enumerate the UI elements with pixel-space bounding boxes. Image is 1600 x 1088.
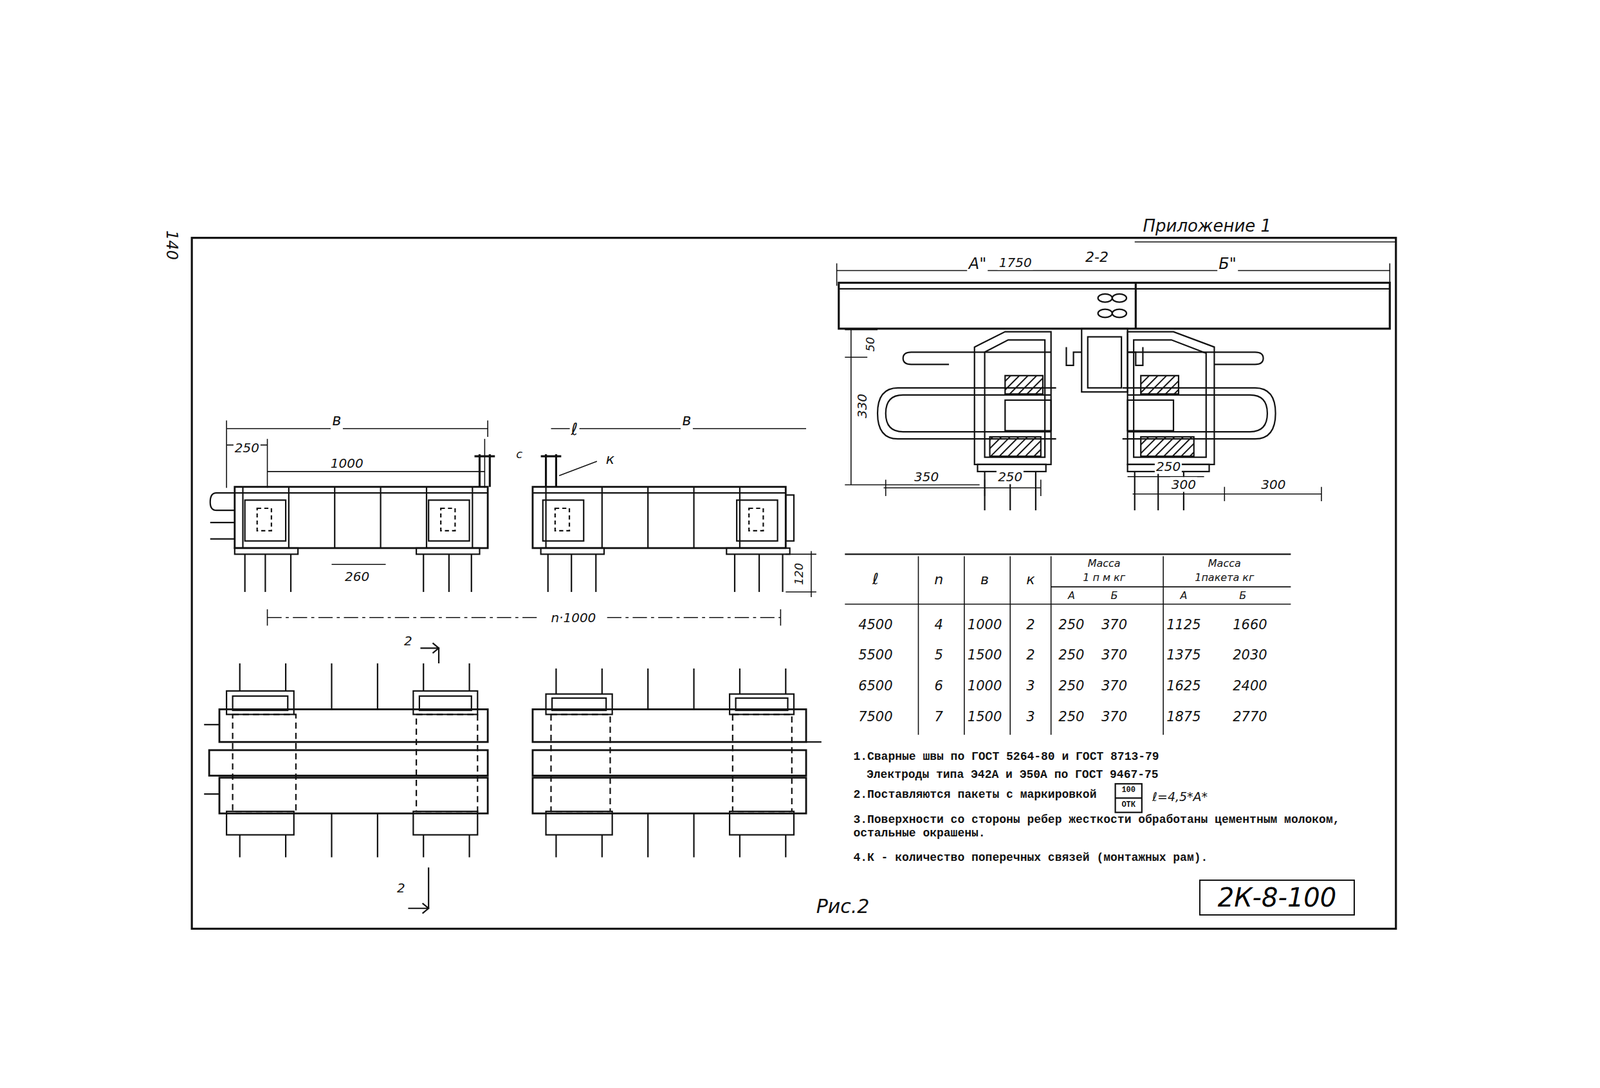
table-cell: 1000 [966,678,1003,694]
dimension: 1750 [997,254,1034,270]
dimension: в [680,411,693,430]
section-mark: 2 [395,880,407,896]
dimension: 50 [864,335,878,353]
table-header: ℓ [871,570,881,589]
table-header: 1пакета кг [1193,571,1256,584]
page-number: 140 [162,229,181,262]
table-cell: 3 [1024,678,1036,694]
table-cell: 2 [1024,616,1036,633]
dimension: 250 [233,440,261,456]
dimension: n·1000 [549,609,598,625]
note: Электроды типа Э42А и Э50А по ГОСТ 9467-… [865,768,1160,782]
marking: 100 [1120,786,1137,796]
dimension: в [330,411,343,430]
point-label: А" [967,255,988,274]
table-cell: 1500 [966,647,1003,663]
dimension: 260 [343,569,371,585]
drawing-code: 2К-8-100 [1217,882,1337,913]
table-cell: 1125 [1165,616,1202,633]
table-header: к [1024,571,1036,588]
table-header: Б [1237,589,1248,602]
section-label: 2-2 [1084,248,1110,266]
table-cell: 2400 [1231,678,1269,694]
table-header: Б [1109,589,1120,602]
table-cell: 250 [1057,708,1086,725]
dimension: 300 [1170,477,1198,493]
table-cell: 370 [1100,678,1129,694]
formula: ℓ=4,5*А* [1150,790,1209,805]
table-header: А [1178,589,1189,602]
table-cell: 250 [1057,678,1086,694]
dimension: 330 [855,392,870,420]
table-cell: 370 [1100,647,1129,663]
table-cell: 2030 [1231,647,1269,663]
section-mark: 2 [402,633,414,649]
note: 1.Сварные швы по ГОСТ 5264-80 и ГОСТ 871… [851,750,1160,764]
table-cell: 4500 [856,616,894,633]
dimension: 350 [912,468,940,484]
table-cell: 1000 [966,616,1003,633]
table-cell: 6500 [856,678,894,694]
table-header: 1 п м кг [1081,571,1127,584]
table-header: n [932,571,945,588]
point-label: Б" [1217,255,1238,274]
table-header: Масса [1086,557,1122,569]
table-cell: 1500 [966,708,1003,725]
table-cell: 1625 [1165,678,1202,694]
table-cell: 2770 [1231,708,1269,725]
table-cell: 4 [933,616,945,633]
dimension: 300 [1259,477,1287,493]
table-cell: 250 [1057,647,1086,663]
table-cell: 370 [1100,708,1129,725]
figure-caption: Рис.2 [815,894,872,918]
table-cell: 7 [933,708,945,725]
table-header: в [979,571,991,588]
dimension: 250 [996,468,1024,484]
table-cell: 3 [1024,708,1036,725]
stamp-box: 2К-8-100 [1199,879,1356,916]
table-cell: 2 [1024,647,1036,663]
marking: ОТК [1120,800,1137,810]
table-cell: 5 [933,647,945,663]
gap-label: с [514,447,524,462]
dimension: 250 [1154,458,1182,474]
table-cell: 370 [1100,616,1129,633]
table-header: Масса [1206,557,1243,569]
callout: к [604,450,616,468]
dimension: ℓ [570,420,580,440]
table-header: А [1066,589,1077,602]
dimension: 1000 [329,456,365,471]
dimension: 120 [792,560,807,586]
table-cell: 250 [1057,616,1086,633]
table-cell: 1660 [1231,616,1269,633]
appendix-label: Приложение 1 [1141,216,1274,237]
table-cell: 6 [933,678,945,694]
table-cell: 7500 [856,708,894,725]
note: 3.Поверхности со стороны ребер жесткости… [851,813,1344,840]
note: 2.Поставляются пакеты с маркировкой [851,788,1098,802]
table-cell: 1375 [1165,647,1202,663]
note: 4.К - количество поперечных связей (монт… [851,851,1209,865]
table-cell: 1875 [1165,708,1202,725]
table-cell: 5500 [856,647,894,663]
